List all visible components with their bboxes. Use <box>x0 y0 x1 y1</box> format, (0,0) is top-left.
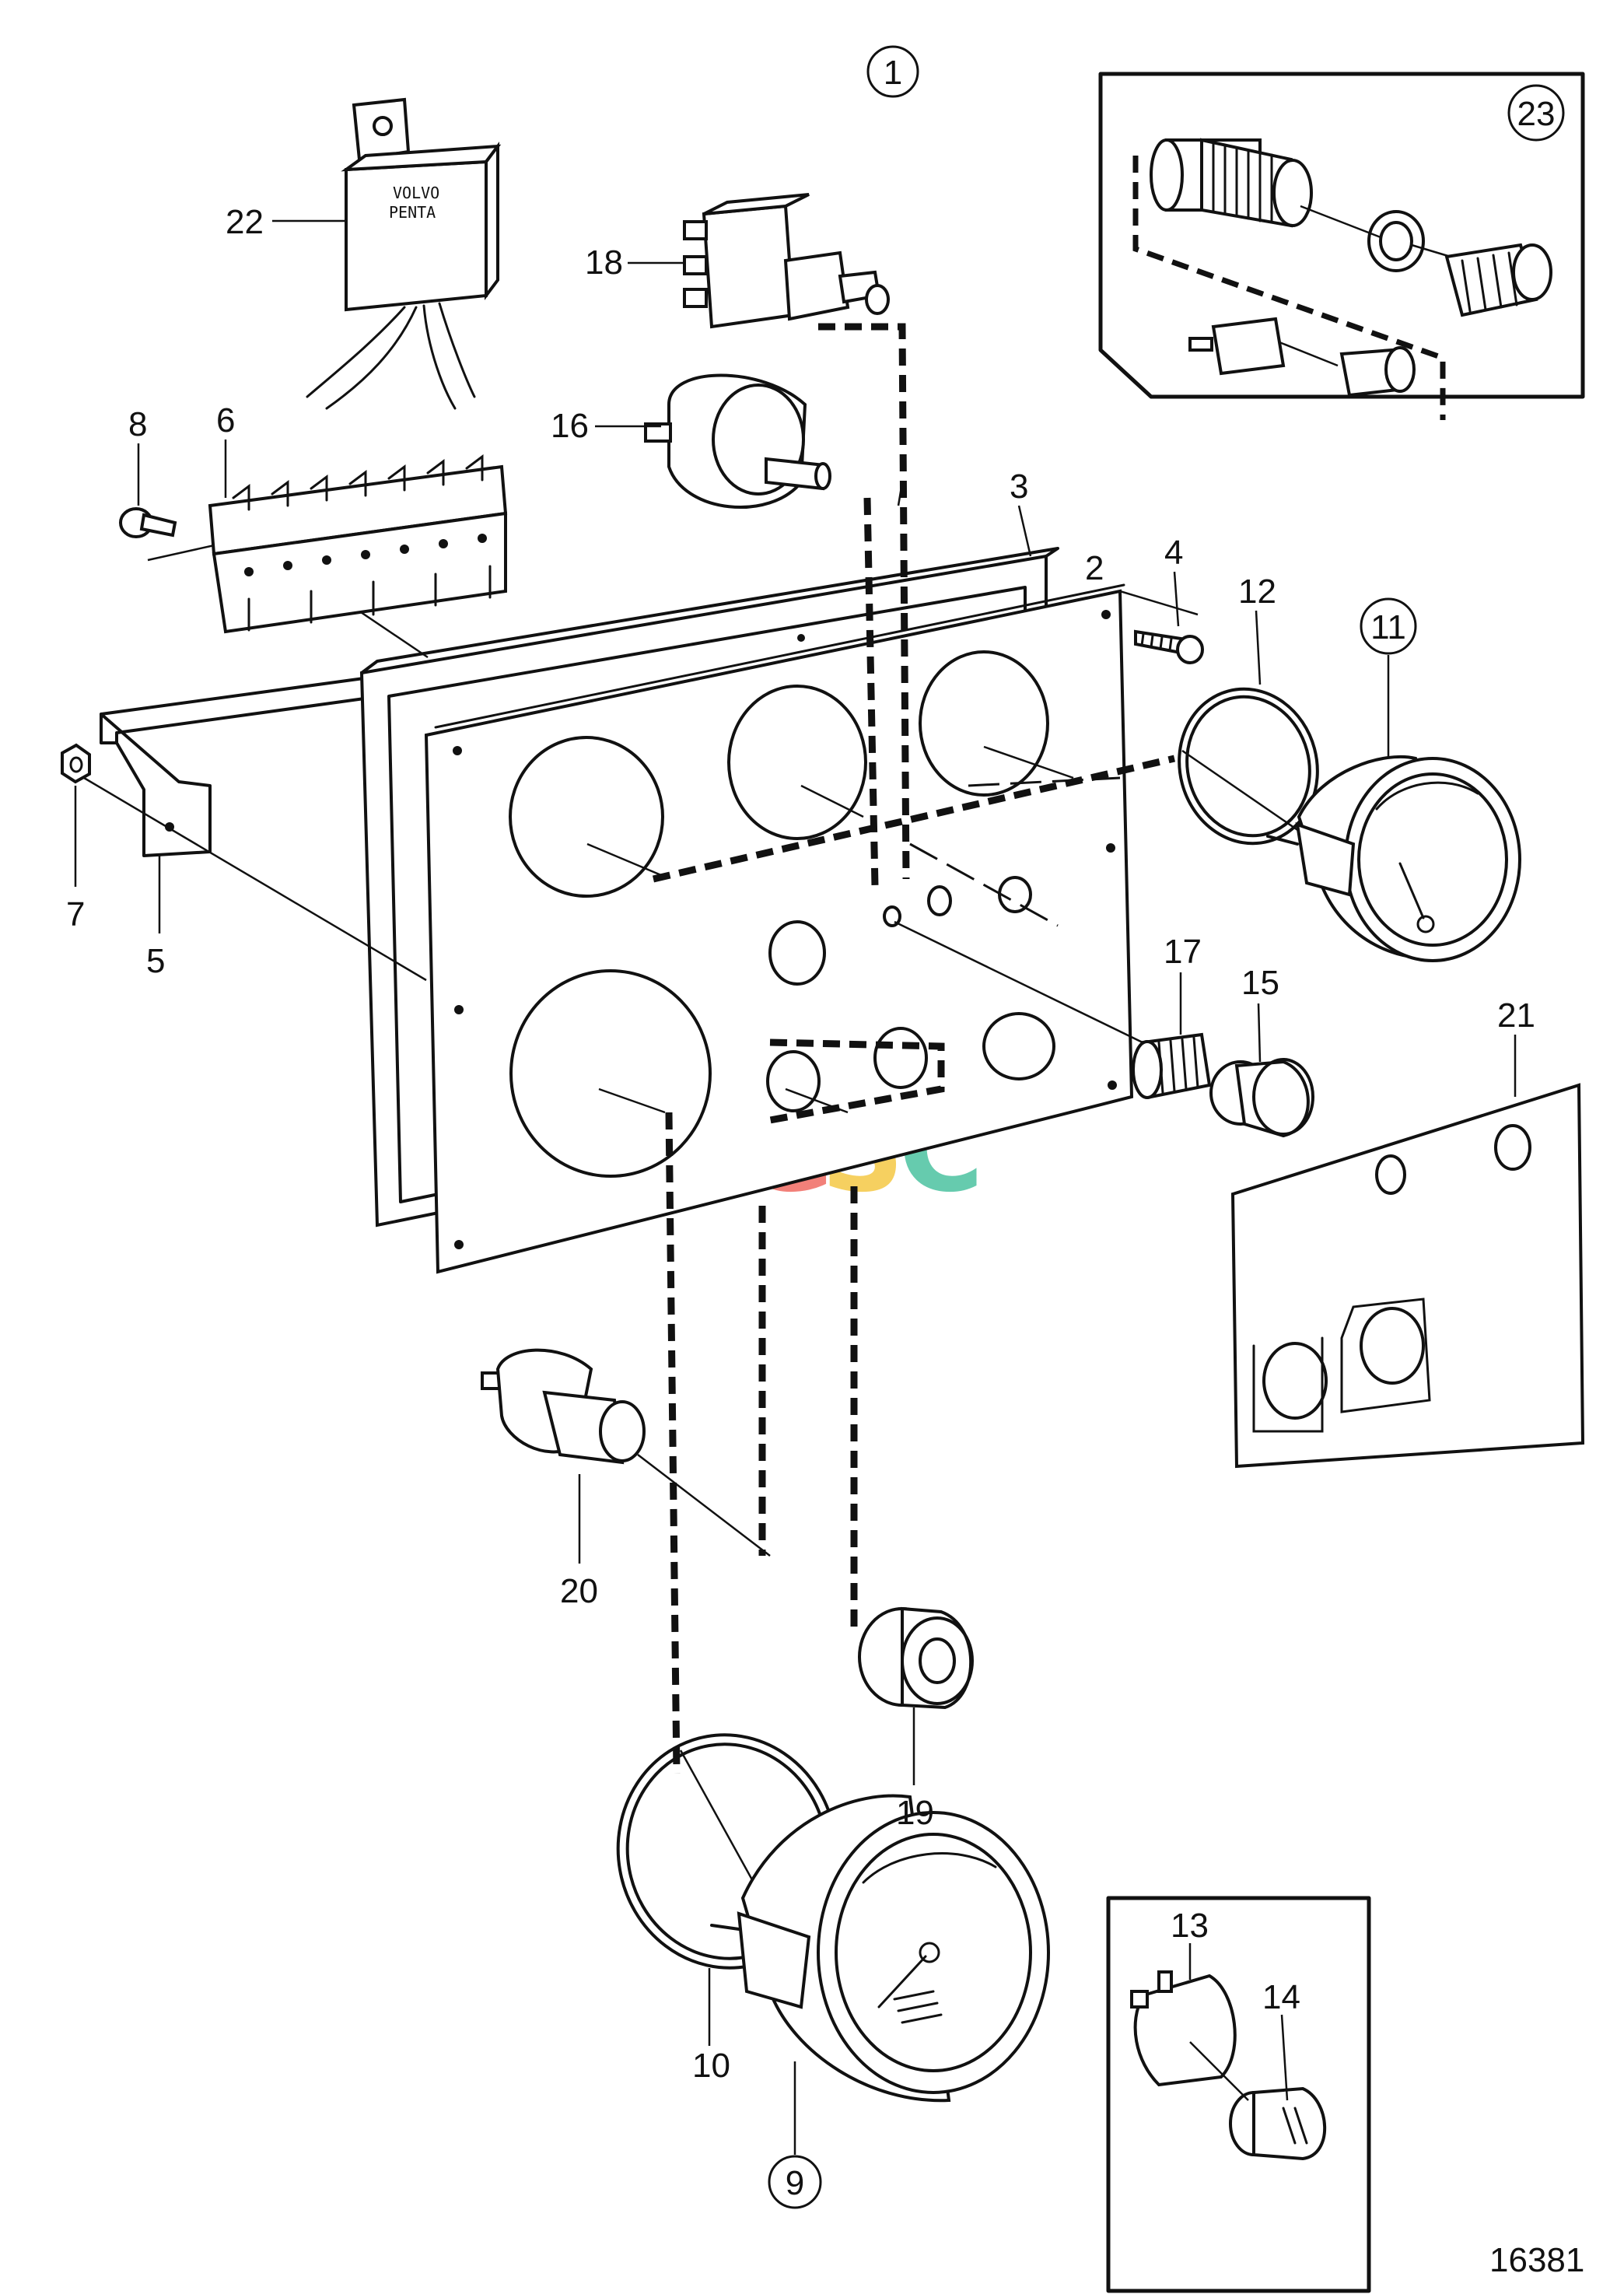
terminal-screw <box>119 507 177 538</box>
push-button-switch <box>481 1348 646 1465</box>
hex-nut <box>61 743 91 784</box>
instrument-panel-plate <box>424 583 1134 1274</box>
callout-1: 1 <box>884 54 902 92</box>
callout-2: 2 <box>1085 549 1104 587</box>
callout-6: 6 <box>216 401 235 440</box>
label-plate <box>1230 1083 1585 1469</box>
detail-box-lamp-assembly <box>1098 72 1585 420</box>
callout-10: 10 <box>692 2047 730 2085</box>
detail-box-bulb <box>1106 1896 1371 2293</box>
callout-12: 12 <box>1238 573 1276 611</box>
panel-screw <box>1134 629 1204 664</box>
figure-number: 16381 <box>1489 2241 1584 2279</box>
toggle-switch <box>683 193 890 329</box>
callout-13: 13 <box>1171 1907 1209 1945</box>
callout-9: 9 <box>786 2164 804 2202</box>
callout-22: 22 <box>226 203 264 241</box>
callout-18: 18 <box>585 243 623 282</box>
bulb-holder <box>1132 1032 1212 1099</box>
dimmer-potentiometer <box>644 373 831 510</box>
callout-19: 19 <box>896 1794 934 1832</box>
relay-brand-text-2: PENTA <box>389 203 436 222</box>
small-gauge <box>1266 755 1521 962</box>
warning-lamp-lens <box>1209 1058 1314 1138</box>
callout-15: 15 <box>1241 964 1279 1002</box>
relay-brand-text: VOLVO <box>393 184 439 202</box>
rubber-grommet <box>858 1606 974 1710</box>
callout-20: 20 <box>560 1572 598 1610</box>
callout-16: 16 <box>551 407 589 445</box>
callout-14: 14 <box>1262 1978 1300 2016</box>
callout-17: 17 <box>1164 933 1202 971</box>
callout-4: 4 <box>1164 534 1183 572</box>
callout-8: 8 <box>128 405 147 443</box>
callout-11: 11 <box>1370 608 1406 646</box>
assembly-routing-lines <box>652 323 1176 1774</box>
part-callouts: 1 2 3 4 5 6 7 8 9 10 11 12 13 14 15 16 1… <box>66 45 1584 2279</box>
callout-5: 5 <box>146 942 165 980</box>
large-gauge <box>710 1794 1050 2103</box>
callout-21: 21 <box>1497 996 1535 1035</box>
callout-23: 23 <box>1517 95 1556 133</box>
gauge-o-ring-small <box>1178 687 1319 846</box>
callout-3: 3 <box>1010 468 1028 506</box>
callout-7: 7 <box>66 895 85 933</box>
terminal-block <box>208 454 508 634</box>
relay: VOLVO PENTA <box>306 97 502 410</box>
